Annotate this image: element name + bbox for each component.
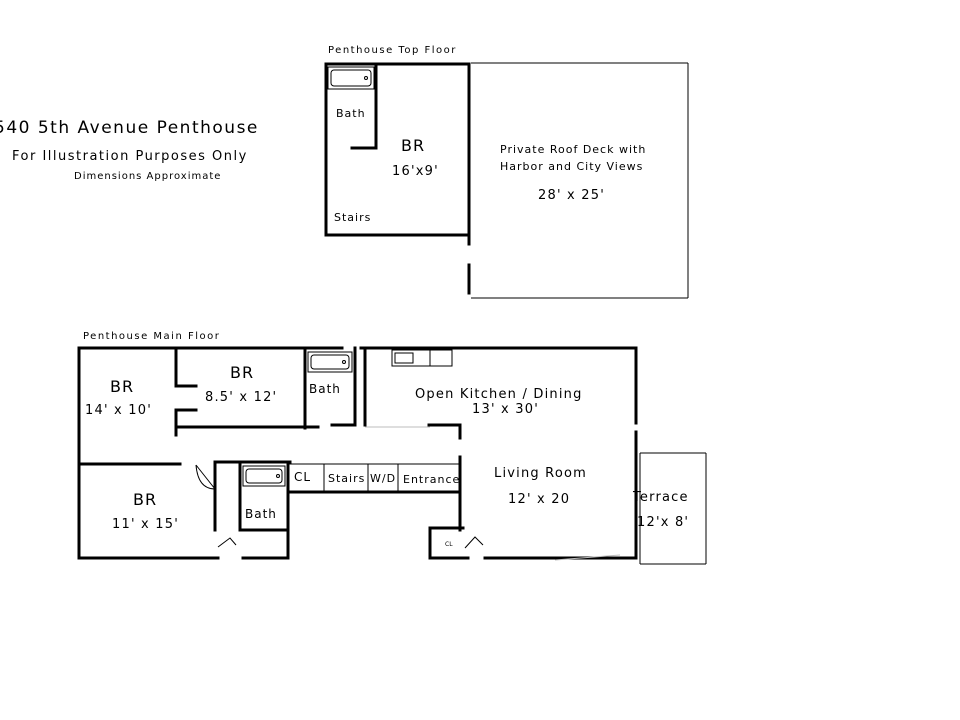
- top-bathtub: [327, 66, 375, 90]
- roof-deck-dim: 28' x 25': [538, 188, 605, 203]
- closet-label: CL: [294, 470, 311, 484]
- br3-dim: 11' x 15': [112, 517, 179, 532]
- kitchen-name: Open Kitchen / Dining: [415, 387, 583, 402]
- kitchen-dim: 13' x 30': [472, 402, 539, 417]
- br2-dim: 8.5' x 12': [205, 390, 277, 405]
- top-stairs-label: Stairs: [334, 211, 371, 224]
- bath2-label: Bath: [245, 507, 277, 521]
- living-room-dim: 12' x 20: [508, 492, 570, 507]
- br1-name: BR: [110, 377, 134, 396]
- door-swings: [195, 464, 484, 549]
- laundry-label: W/D: [370, 472, 396, 485]
- entrance-label: Entrance: [403, 473, 460, 486]
- top-bedroom-dim: 16'x9': [392, 164, 439, 179]
- top-bedroom-name: BR: [401, 136, 425, 155]
- roof-deck-outline: [471, 62, 689, 299]
- living-room-name: Living Room: [494, 466, 587, 481]
- bath1-label: Bath: [309, 382, 341, 396]
- top-floor-walls: [324, 62, 471, 295]
- top-bath-label: Bath: [336, 107, 366, 120]
- plan-dimensions-note: Dimensions Approximate: [74, 171, 221, 182]
- br3-name: BR: [133, 490, 157, 509]
- small-closet-label: CL: [445, 541, 453, 548]
- main-floor-plan: Penthouse Main Floor: [77, 331, 707, 565]
- top-floor-plan: Penthouse Top Floor B: [324, 45, 689, 299]
- plan-title: 540 5th Avenue Penthouse: [0, 118, 259, 138]
- roof-deck-line1: Private Roof Deck with: [500, 143, 646, 156]
- main-floor-label: Penthouse Main Floor: [83, 331, 220, 342]
- plan-disclaimer: For Illustration Purposes Only: [12, 149, 248, 164]
- br2-name: BR: [230, 363, 254, 382]
- main-bathtub-2: [242, 465, 286, 487]
- stairs-label: Stairs: [328, 472, 365, 485]
- top-floor-label: Penthouse Top Floor: [328, 45, 457, 56]
- sketch-lines: [365, 426, 621, 561]
- main-floor-walls: [77, 346, 638, 560]
- main-bathtub-1: [307, 351, 353, 373]
- kitchen-sink: [391, 349, 453, 367]
- terrace-outline: [639, 452, 707, 565]
- roof-deck-line2: Harbor and City Views: [500, 160, 643, 173]
- br1-dim: 14' x 10': [85, 403, 152, 418]
- terrace-dim: 12'x 8': [637, 515, 689, 530]
- plan-header: 540 5th Avenue Penthouse For Illustratio…: [0, 118, 259, 182]
- terrace-name: Terrace: [632, 490, 689, 505]
